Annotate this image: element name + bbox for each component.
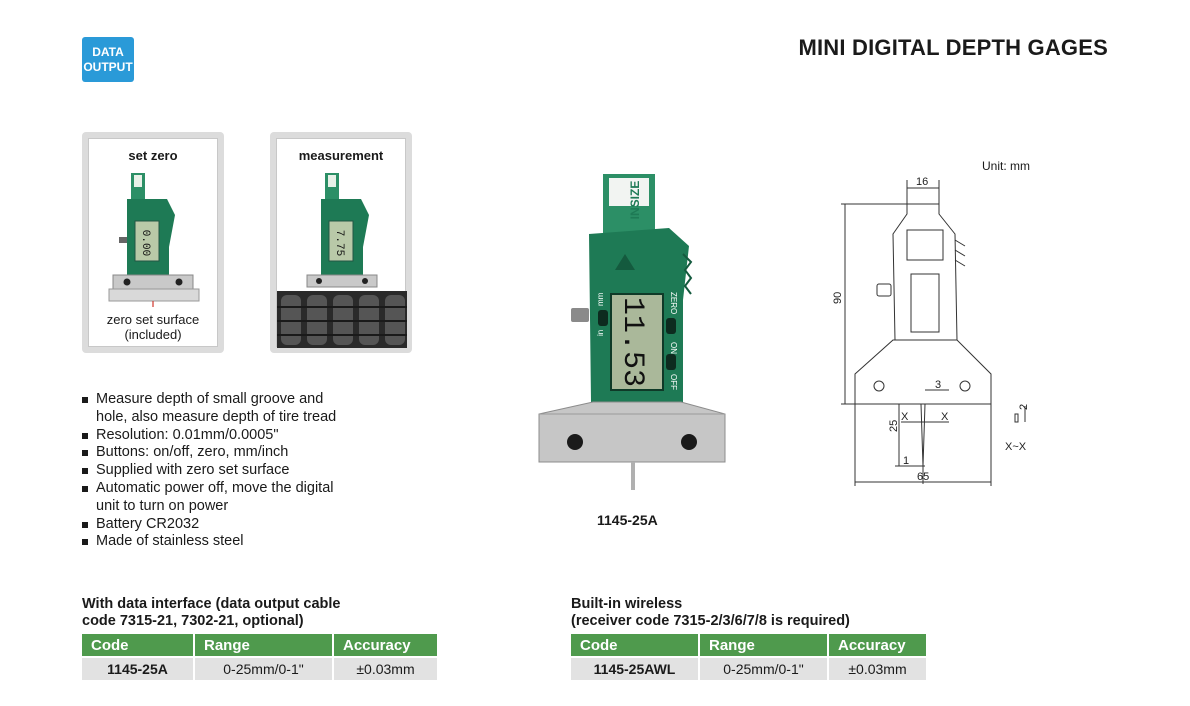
table-row: 1145-25AWL 0-25mm/0-1" ±0.03mm bbox=[571, 656, 926, 680]
dim-overall-height: 90 bbox=[832, 292, 844, 304]
table-row: 1145-25A 0-25mm/0-1" ±0.03mm bbox=[82, 656, 437, 680]
badge-line-1: DATA bbox=[92, 44, 124, 59]
product-display: 11.53 bbox=[615, 297, 649, 387]
wireless-title-line-1: Built-in wireless bbox=[571, 596, 683, 612]
feature-item: Supplied with zero set surface bbox=[82, 462, 382, 480]
measurement-display: 7.75 bbox=[333, 230, 345, 256]
dim-measuring-depth: 25 bbox=[888, 420, 900, 432]
button-label-mm: mm bbox=[596, 292, 605, 306]
technical-drawing: 16 90 3 25 1 65 X X 2 X~X bbox=[832, 176, 1030, 486]
data-output-badge: DATA OUTPUT bbox=[82, 37, 134, 82]
dim-top-width: 16 bbox=[916, 176, 928, 188]
cell-range: 0-25mm/0-1" bbox=[194, 656, 334, 680]
section-dimension: 2 bbox=[1018, 404, 1030, 410]
table-header-row: Code Range Accuracy bbox=[571, 634, 926, 657]
wired-spec-table: Code Range Accuracy 1145-25A 0-25mm/0-1"… bbox=[82, 634, 437, 680]
section-label: X~X bbox=[1005, 441, 1027, 453]
mm-inch-button[interactable] bbox=[598, 310, 608, 326]
badge-line-2: OUTPUT bbox=[83, 59, 133, 74]
feature-item: Resolution: 0.01mm/0.0005" bbox=[82, 427, 382, 445]
wired-title-line-1: With data interface (data output cable bbox=[82, 596, 341, 612]
feature-item: unit to turn on power bbox=[96, 497, 229, 514]
feature-item: Made of stainless steel bbox=[82, 533, 382, 551]
caption-line-1: zero set surface bbox=[106, 312, 200, 327]
zero-button[interactable] bbox=[666, 318, 676, 334]
dim-tip-offset: 3 bbox=[935, 379, 941, 391]
column-header-range: Range bbox=[194, 634, 334, 657]
zero-set-surface-caption: zero set surface (included) bbox=[89, 312, 217, 342]
wired-title-line-2: code 7315-21, 7302-21, optional) bbox=[82, 613, 304, 629]
set-zero-gage-image: 0.00 bbox=[108, 173, 200, 307]
photo-label: set zero bbox=[128, 148, 178, 163]
wireless-spec-table: Code Range Accuracy 1145-25AWL 0-25mm/0-… bbox=[571, 634, 926, 680]
drawing-unit-label: Unit: mm bbox=[982, 159, 1030, 173]
column-header-code: Code bbox=[571, 634, 700, 657]
product-model-label: 1145-25A bbox=[597, 512, 658, 528]
column-header-accuracy: Accuracy bbox=[828, 634, 926, 657]
dim-base-width: 65 bbox=[917, 471, 929, 483]
photo-label: measurement bbox=[298, 148, 384, 163]
brand-label: INSIZE bbox=[628, 181, 642, 220]
caption-line-2: (included) bbox=[124, 327, 182, 342]
dim-tip-width: 1 bbox=[903, 455, 909, 467]
section-mark-right: X bbox=[941, 411, 949, 423]
photo-card-measurement: measurement 7.75 bbox=[270, 132, 412, 353]
feature-item: Battery CR2032 bbox=[82, 516, 382, 534]
set-zero-display: 0.00 bbox=[139, 230, 151, 256]
button-label-in: in bbox=[596, 330, 605, 336]
photo-frame: set zero 0.00 zero set surface (included… bbox=[88, 138, 218, 347]
wired-section-title: With data interface (data output cable c… bbox=[82, 596, 340, 630]
photo-frame: measurement 7.75 bbox=[276, 138, 407, 348]
column-header-code: Code bbox=[82, 634, 195, 657]
cell-code: 1145-25A bbox=[82, 656, 195, 680]
photo-card-set-zero: set zero 0.00 zero set surface (included… bbox=[82, 132, 224, 353]
table-header-row: Code Range Accuracy bbox=[82, 634, 437, 657]
on-off-button[interactable] bbox=[666, 354, 676, 370]
button-label-off: OFF bbox=[669, 374, 678, 390]
measurement-gage-image: 7.75 bbox=[277, 173, 407, 348]
cell-accuracy: ±0.03mm bbox=[333, 656, 437, 680]
wireless-title-line-2: (receiver code 7315-2/3/6/7/8 is require… bbox=[571, 613, 850, 629]
cell-code: 1145-25AWL bbox=[571, 656, 700, 680]
page-title: MINI DIGITAL DEPTH GAGES bbox=[798, 35, 1108, 60]
button-label-on: ON bbox=[669, 342, 678, 354]
column-header-range: Range bbox=[699, 634, 829, 657]
cell-accuracy: ±0.03mm bbox=[828, 656, 926, 680]
product-image-1145-25a: INSIZE 11.53 in mm ZERO ON OFF bbox=[538, 174, 726, 490]
column-header-accuracy: Accuracy bbox=[333, 634, 437, 657]
feature-item: Measure depth of small groove and bbox=[82, 391, 382, 409]
section-mark-left: X bbox=[901, 411, 909, 423]
cell-range: 0-25mm/0-1" bbox=[699, 656, 829, 680]
wireless-section-title: Built-in wireless (receiver code 7315-2/… bbox=[571, 596, 850, 630]
feature-item: Buttons: on/off, zero, mm/inch bbox=[82, 444, 382, 462]
feature-item: hole, also measure depth of tire tread bbox=[96, 408, 337, 425]
feature-item: Automatic power off, move the digital bbox=[82, 480, 382, 498]
button-label-zero: ZERO bbox=[669, 292, 678, 314]
